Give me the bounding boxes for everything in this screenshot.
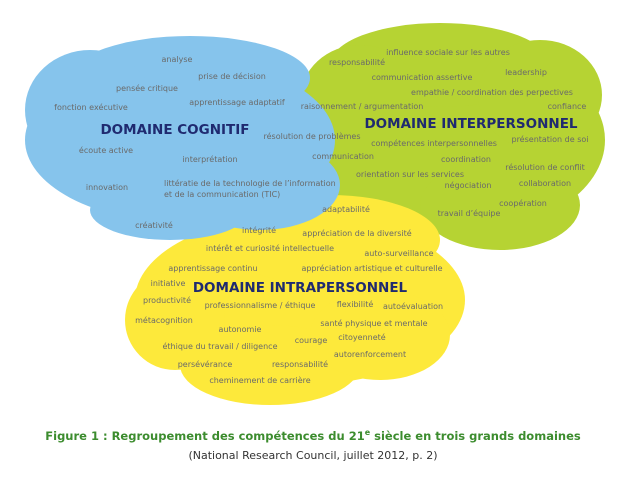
skill-label: professionnalisme / éthique <box>205 300 316 310</box>
skill-label: collaboration <box>519 179 571 188</box>
skill-label: adaptabilité <box>322 204 370 214</box>
skill-label: leadership <box>505 68 547 77</box>
skill-label: autorenforcement <box>334 350 406 359</box>
skill-label: apprentissage continu <box>168 264 257 273</box>
skill-label: citoyenneté <box>338 332 386 342</box>
skill-label: coordination <box>441 155 491 164</box>
intrapersonal-title: DOMAINE INTRAPERSONNEL <box>193 280 408 296</box>
figure-caption: Figure 1 : Regroupement des compétences … <box>45 428 581 443</box>
skill-label: littératie de la technologie de l’inform… <box>164 178 336 188</box>
skill-label: autonomie <box>219 325 262 334</box>
skill-label: empathie / coordination des perpectives <box>411 88 573 97</box>
skill-label: communication <box>312 152 374 161</box>
skill-label: responsabilité <box>272 359 328 369</box>
skill-label: persévérance <box>178 359 233 369</box>
skill-label: et de la communication (TIC) <box>164 190 280 199</box>
skill-label: compétences interpersonnelles <box>371 138 497 148</box>
interpersonal-cloud <box>300 23 605 250</box>
skill-label: courage <box>295 336 328 345</box>
skill-label: intérêt et curiosité intellectuelle <box>206 243 334 253</box>
intrapersonal-domain: DOMAINE INTRAPERSONNEL adaptabilité inté… <box>135 204 443 385</box>
skill-label: éthique du travail / diligence <box>163 341 278 351</box>
skill-label: fonction exécutive <box>54 102 128 112</box>
skill-label: travail d’équipe <box>438 208 501 218</box>
skill-label: interprétation <box>182 154 237 164</box>
skill-label: écoute active <box>79 145 133 155</box>
interpersonal-title: DOMAINE INTERPERSONNEL <box>364 116 577 132</box>
skill-label: métacognition <box>135 315 193 325</box>
skill-label: appréciation artistique et culturelle <box>301 263 442 273</box>
skill-label: productivité <box>143 295 191 305</box>
skill-label: appréciation de la diversité <box>302 228 411 238</box>
skill-label: raisonnement / argumentation <box>301 102 424 111</box>
skill-label: innovation <box>86 183 128 192</box>
skill-label: flexibilité <box>337 299 374 309</box>
caption-text: Figure 1 : Regroupement des compétences … <box>45 429 364 443</box>
skill-label: auto-surveillance <box>364 249 433 258</box>
figure-source: (National Research Council, juillet 2012… <box>188 449 437 462</box>
skill-label: orientation sur les services <box>356 170 464 179</box>
skill-label: apprentissage adaptatif <box>189 98 285 107</box>
skill-label: résolution de problèmes <box>264 131 361 141</box>
caption-text-end: siècle en trois grands domaines <box>370 429 581 443</box>
cognitive-domain: DOMAINE COGNITIF analyse prise de décisi… <box>54 55 336 230</box>
caption-superscript: e <box>365 428 371 437</box>
skill-label: communication assertive <box>372 73 473 82</box>
skill-label: initiative <box>151 279 186 288</box>
skill-label: analyse <box>162 55 193 64</box>
skill-label: responsabilité <box>329 57 385 67</box>
skill-label: intégrité <box>242 225 276 235</box>
skill-label: présentation de soi <box>511 134 588 144</box>
skill-label: cheminement de carrière <box>209 375 310 385</box>
skill-label: autoévaluation <box>383 301 443 311</box>
intrapersonal-cloud <box>125 195 465 405</box>
skill-label: confiance <box>548 102 587 111</box>
skill-label: prise de décision <box>198 71 266 81</box>
skill-label: pensée critique <box>116 83 178 93</box>
skill-label: négociation <box>445 180 492 190</box>
interpersonal-domain: DOMAINE INTERPERSONNEL responsabilité in… <box>264 48 589 218</box>
skill-label: influence sociale sur les autres <box>386 48 510 57</box>
cognitive-title: DOMAINE COGNITIF <box>100 122 249 138</box>
skill-label: résolution de conflit <box>505 162 585 172</box>
skill-label: créativité <box>135 220 173 230</box>
skill-label: coopération <box>499 198 547 208</box>
cognitive-cloud <box>25 36 340 240</box>
skill-label: santé physique et mentale <box>320 318 427 328</box>
